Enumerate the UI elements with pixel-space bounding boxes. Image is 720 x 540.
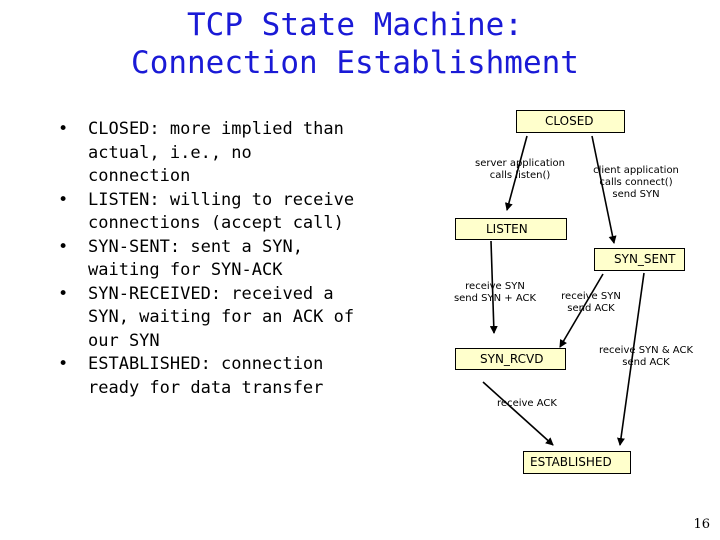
label-line: send SYN (612, 189, 660, 200)
bullet-text: ESTABLISHED: connection ready for data t… (88, 354, 324, 398)
label-line: server application (475, 158, 565, 169)
bullet-item-listen: • LISTEN: willing to receive connections… (58, 189, 358, 236)
label-line: receive SYN (465, 281, 525, 292)
label-sent-to-rcvd: receive SYN send ACK (552, 291, 630, 315)
bullet-item-syn-sent: • SYN-SENT: sent a SYN, waiting for SYN-… (58, 236, 358, 283)
bullet-text: SYN-RECEIVED: received a SYN, waiting fo… (88, 283, 355, 351)
state-syn-sent-label: SYN_SENT (614, 252, 676, 266)
bullet-item-syn-received: • SYN-RECEIVED: received a SYN, waiting … (58, 283, 358, 354)
label-line: send ACK (622, 357, 670, 368)
label-line: receive SYN (561, 291, 621, 302)
bullet-marker: • (58, 283, 69, 304)
arrow-syn-sent-to-syn-rcvd (559, 273, 604, 348)
state-syn-rcvd: SYN_RCVD (455, 348, 566, 370)
bullet-marker: • (58, 354, 69, 374)
label-line: calls connect() (599, 177, 673, 188)
label-rcvd-to-est: receive ACK (492, 398, 562, 410)
state-established-label: ESTABLISHED (530, 455, 612, 469)
label-line: receive ACK (497, 398, 557, 409)
bullet-text: SYN-SENT: sent a SYN, waiting for SYN-AC… (88, 236, 303, 281)
state-syn-sent: SYN_SENT (594, 248, 685, 271)
title-line-1: TCP State Machine: (187, 7, 523, 43)
label-line: receive SYN & ACK (598, 345, 694, 356)
label-line: send SYN + ACK (453, 293, 537, 304)
bullet-marker: • (58, 189, 69, 210)
label-sent-to-est: receive SYN & ACK send ACK (594, 345, 698, 369)
arrow-listen-to-syn-rcvd (489, 240, 498, 334)
state-syn-rcvd-label: SYN_RCVD (480, 352, 544, 366)
label-line: client application (593, 165, 679, 176)
state-closed: CLOSED (516, 110, 625, 133)
bullet-item-closed: • CLOSED: more implied than actual, i.e.… (58, 118, 358, 189)
title-line-2: Connection Establishment (131, 45, 579, 81)
state-listen: LISTEN (455, 218, 567, 240)
bullet-item-established: • ESTABLISHED: connection ready for data… (58, 353, 358, 400)
bullet-text: CLOSED: more implied than actual, i.e., … (88, 119, 344, 186)
label-line: send ACK (567, 303, 615, 314)
arrow-syn-sent-to-established (617, 272, 645, 446)
arrow-closed-to-listen (504, 135, 528, 211)
state-closed-label: CLOSED (545, 114, 594, 128)
arrow-syn-rcvd-to-established (482, 381, 554, 446)
label-client-open: client application calls connect() send … (588, 165, 684, 201)
slide-title: TCP State Machine: Connection Establishm… (0, 6, 710, 82)
label-server-open: server application calls listen() (470, 158, 570, 182)
bullet-marker: • (58, 119, 69, 139)
page-number: 16 (693, 517, 710, 532)
bullet-marker: • (58, 236, 69, 257)
bullet-text: LISTEN: willing to receive connections (… (88, 189, 355, 234)
state-listen-label: LISTEN (486, 222, 528, 236)
label-line: calls listen() (489, 170, 551, 181)
arrow-closed-to-syn-sent (591, 135, 617, 244)
label-listen-to-rcvd: receive SYN send SYN + ACK (448, 281, 542, 305)
bullet-list: • CLOSED: more implied than actual, i.e.… (58, 118, 358, 400)
state-established: ESTABLISHED (523, 451, 631, 474)
